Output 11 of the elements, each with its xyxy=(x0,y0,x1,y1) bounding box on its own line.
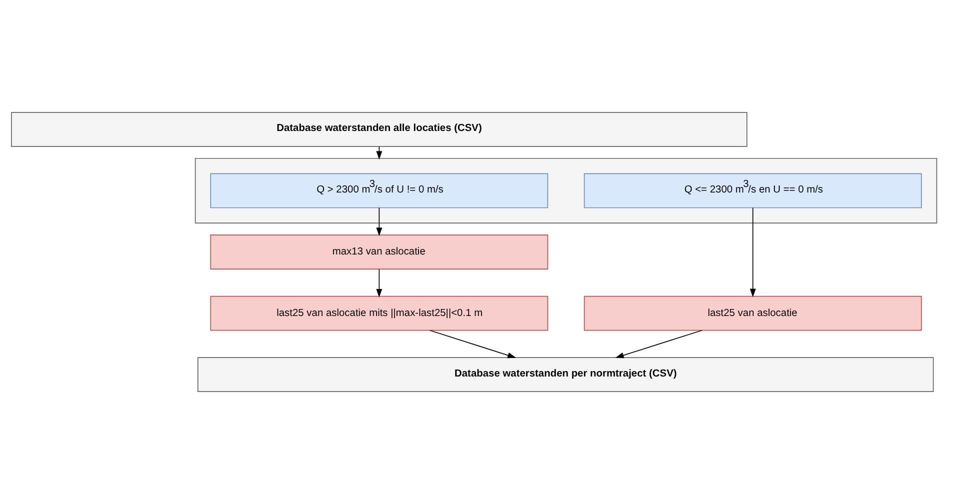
arrow xyxy=(376,207,382,236)
node-box: last25 van aslocatie xyxy=(584,296,922,331)
node-box: max13 van aslocatie xyxy=(210,234,548,270)
arrow xyxy=(376,268,382,298)
arrow xyxy=(429,330,516,358)
node-box: Database waterstanden per normtraject (CSV) xyxy=(197,357,934,392)
node-box: Database waterstanden alle locaties (CSV) xyxy=(11,112,748,147)
node-box: last25 van aslocatie mits ||max-last25||<0.1 m xyxy=(210,296,548,331)
cluster xyxy=(194,158,938,224)
arrow xyxy=(615,330,702,358)
arrow xyxy=(750,207,756,298)
